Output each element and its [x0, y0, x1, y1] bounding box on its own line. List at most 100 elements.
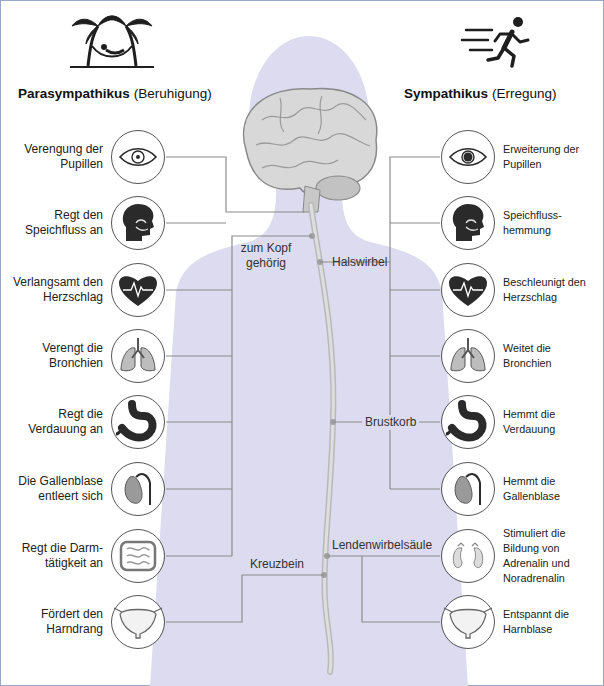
eye-icon	[112, 131, 164, 183]
section-heading: (Beruhigung)	[134, 86, 212, 101]
effect-text: Regt die Verdauung an	[5, 407, 103, 437]
organ-circle: Speichfluss-hemmung	[441, 196, 495, 250]
icon-part	[442, 530, 494, 582]
effect-text: Weitet die Bronchien	[503, 341, 601, 371]
icon-part	[442, 330, 494, 382]
runner-icon	[462, 17, 528, 66]
section-heading: Parasympathikus	[18, 86, 130, 101]
effect-text: Hemmt die Gallenblase	[503, 474, 601, 504]
organ-circle: Verlangsamt den Herzschlag	[111, 263, 165, 317]
organ-circle: Hemmt die Verdauung	[441, 395, 495, 449]
icon-part	[136, 155, 140, 159]
icon-part	[458, 543, 478, 546]
icon-part	[442, 197, 494, 249]
organ-circle: Entspannt die Harnblase	[441, 595, 495, 649]
icon-part	[127, 555, 149, 557]
stomach-icon	[112, 396, 164, 448]
icon-part	[474, 548, 483, 568]
icon-part	[466, 220, 478, 230]
icon-part	[442, 131, 494, 183]
organ-circle: Stimuliert die Bildung von Adrenalin und…	[441, 529, 495, 583]
icon-part	[112, 463, 164, 515]
bladder-icon	[112, 596, 164, 648]
icon-part	[462, 338, 474, 358]
heart-icon	[442, 264, 494, 316]
icon-part	[116, 428, 122, 434]
effect-text: Verengt die Bronchien	[5, 341, 103, 371]
icon-part	[112, 530, 164, 582]
head-icon	[112, 197, 164, 249]
icon-part	[446, 428, 452, 434]
icon-part	[136, 220, 148, 230]
icon-part	[127, 548, 149, 550]
icon-part	[455, 476, 472, 503]
organ-circle: Verengt die Bronchien	[111, 329, 165, 383]
icon-part	[442, 463, 494, 515]
gall-icon	[112, 463, 164, 515]
gut-icon	[112, 530, 164, 582]
icon-part	[444, 608, 492, 612]
icon-part	[450, 610, 486, 639]
icon-part	[120, 149, 156, 166]
organ-circle: Fördert den Harndrang	[111, 595, 165, 649]
lung-icon	[112, 330, 164, 382]
icon-part	[442, 264, 494, 316]
bladder-icon	[442, 596, 494, 648]
icon-part	[122, 404, 153, 438]
heart-icon	[112, 264, 164, 316]
effect-text: Speichfluss-hemmung	[503, 208, 601, 238]
organ-circle: Regt die Darm-tätigkeit an	[111, 529, 165, 583]
effect-text: Die Gallenblase entleert sich	[5, 474, 103, 504]
organ-circle: Verengung der Pupillen	[111, 130, 165, 184]
icon-part	[471, 348, 485, 371]
organ-circle: Erweiterung der Pupillen	[441, 130, 495, 184]
organ-circle: Regt die Verdauung an	[111, 395, 165, 449]
leader-lines	[166, 157, 440, 622]
icon-part	[125, 476, 142, 503]
effect-text: Beschleunigt den Herzschlag	[503, 275, 601, 305]
effect-text: Stimuliert die Bildung von Adrenalin und…	[503, 526, 601, 586]
kidney-icon	[442, 530, 494, 582]
icon-part	[112, 596, 164, 648]
stomach-icon	[442, 396, 494, 448]
icon-part	[452, 404, 483, 438]
icon-part	[442, 396, 494, 448]
organ-circle: Weitet die Bronchien	[441, 329, 495, 383]
icon-part	[123, 283, 153, 296]
region-label: zum Kopf gehörig	[238, 241, 294, 271]
icon-part	[141, 348, 155, 371]
section-heading: (Erregung)	[492, 86, 557, 101]
effect-text: Verengung der Pupillen	[5, 142, 103, 172]
effect-text: Regt den Speichfluss an	[5, 208, 103, 238]
effect-text: Entspannt die Harnblase	[503, 607, 601, 637]
effect-text: Hemmt die Verdauung	[503, 407, 601, 437]
organ-circle: Hemmt die Gallenblase	[441, 462, 495, 516]
icon-part	[132, 338, 144, 358]
icon-part	[132, 151, 144, 163]
gall-icon	[442, 463, 494, 515]
icon-part	[442, 596, 494, 648]
icon-part	[121, 542, 155, 570]
body-silhouette	[150, 36, 468, 686]
icon-part	[114, 608, 162, 612]
organ-circle: Die Gallenblase entleert sich	[111, 462, 165, 516]
icon-part	[123, 204, 154, 241]
region-label: Kreuzbein	[250, 557, 304, 572]
icon-part	[112, 264, 164, 316]
icon-part	[453, 548, 462, 568]
icon-part	[120, 610, 156, 639]
effect-text: Fördert den Harndrang	[5, 607, 103, 637]
icon-part	[449, 276, 487, 306]
icon-part	[453, 283, 483, 296]
region-label: Lendenwirbelsäule	[332, 538, 432, 553]
spinal-cord	[309, 205, 336, 672]
icon-part	[112, 131, 164, 183]
organ-circle: Regt den Speichfluss an	[111, 196, 165, 250]
lung-icon	[442, 330, 494, 382]
icon-part	[453, 204, 484, 241]
icon-part	[451, 348, 465, 371]
head-icon	[442, 197, 494, 249]
effect-text: Regt die Darm-tätigkeit an	[5, 541, 103, 571]
region-label: Brustkorb	[362, 415, 419, 430]
